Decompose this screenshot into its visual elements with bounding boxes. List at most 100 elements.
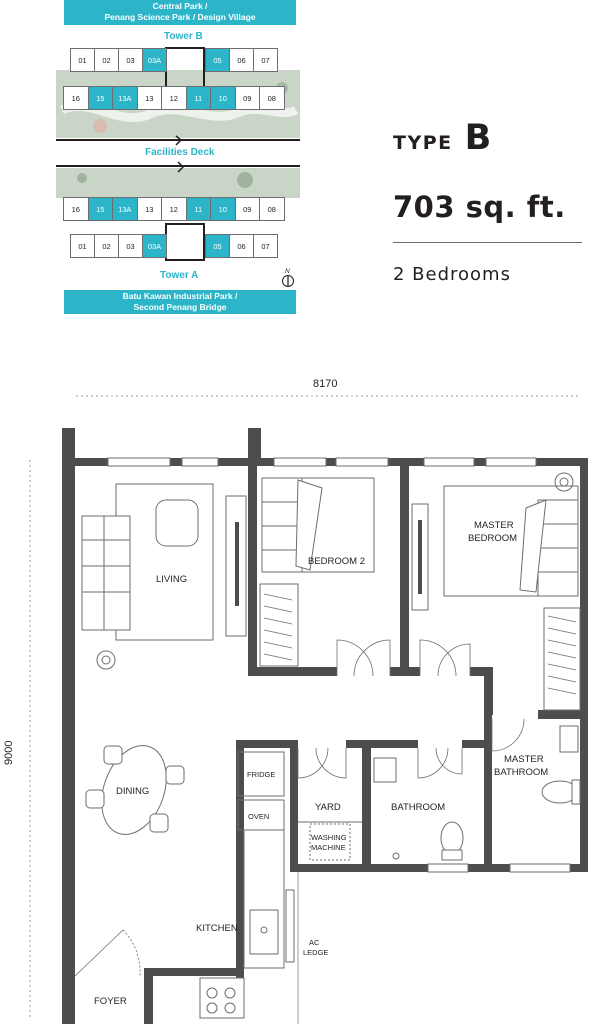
unit-11: 11 [185, 197, 211, 221]
unit-03a: 03A [142, 234, 167, 258]
wall-kitchen-north [236, 740, 296, 748]
tv [235, 522, 239, 606]
coffee-table [155, 499, 199, 547]
bottom-direction-banner: Batu Kawan Industrial Park / Second Pena… [64, 290, 296, 314]
windows [107, 457, 571, 873]
unit-02: 02 [94, 48, 119, 72]
unit-15: 15 [87, 86, 113, 110]
unit-08: 08 [259, 86, 285, 110]
room-dining: DINING [116, 786, 149, 797]
ac-ledge-door [285, 889, 295, 963]
unit-16: 16 [63, 197, 89, 221]
room-master-bathroom-line1: MASTER [504, 754, 544, 765]
unit-03: 03 [118, 48, 143, 72]
room-kitchen: KITCHEN [196, 923, 238, 934]
dining-table [101, 745, 167, 835]
unit-15: 15 [87, 197, 113, 221]
divider [393, 242, 582, 243]
unit-07: 07 [253, 48, 278, 72]
unit-08: 08 [259, 197, 285, 221]
master-tv [418, 520, 422, 594]
unit-11: 11 [185, 86, 211, 110]
width-dimension: 8170 [313, 378, 337, 390]
landscape-feature [93, 119, 107, 133]
burner-icon [224, 987, 236, 999]
bathroom-toilet-icon [440, 821, 464, 855]
bottom-banner-line-2: Second Penang Bridge [133, 302, 227, 312]
dining-chair [85, 789, 105, 809]
wall-living-bedroom2 [248, 466, 257, 676]
dining-chair [149, 813, 169, 833]
north-label: N [285, 268, 290, 275]
unit-09: 09 [234, 197, 260, 221]
walls [62, 428, 588, 1024]
hob [199, 977, 245, 1019]
dining-chair [103, 745, 123, 765]
dining-chair [165, 765, 185, 785]
bedroom-count: 2 Bedrooms [393, 264, 511, 285]
wall-yard-bath [362, 748, 371, 872]
unit-07: 07 [253, 234, 278, 258]
break-mark [177, 161, 185, 173]
unit-05: 05 [205, 234, 230, 258]
top-banner-line-1: Central Park / [152, 1, 208, 11]
burner-icon [224, 1002, 236, 1014]
height-dimension: 9000 [3, 741, 15, 765]
wall-kitchen-counter [236, 748, 244, 978]
oven-label: OVEN [248, 812, 269, 821]
floor-lamp-icon [96, 650, 116, 670]
wall-west [62, 428, 75, 1024]
tower-b-label: Tower B [164, 31, 203, 42]
burner-icon [206, 1002, 218, 1014]
burner-icon [206, 987, 218, 999]
type-word: TYPE [393, 132, 453, 154]
unit-12: 12 [161, 197, 187, 221]
north-arrow-icon [282, 275, 294, 287]
bathroom-basin [373, 757, 397, 783]
fridge-label: FRIDGE [247, 770, 275, 779]
floor-trap-icon [392, 852, 400, 860]
facilities-deck-label: Facilities Deck [145, 147, 215, 158]
bedroom2-wardrobe [259, 583, 299, 667]
room-master-bedroom-line2: BEDROOM [468, 533, 517, 544]
master-bath-basin [559, 725, 579, 753]
landscape-area-south [56, 168, 300, 198]
wall-master-bath-west [484, 712, 492, 872]
wall-east-lower [580, 712, 588, 872]
room-foyer: FOYER [94, 996, 127, 1007]
room-bedroom2: BEDROOM 2 [308, 556, 365, 567]
top-direction-banner: Central Park / Penang Science Park / Des… [64, 0, 296, 25]
yard-door [297, 747, 329, 779]
room-yard: YARD [315, 802, 341, 813]
wall-master-corner [484, 667, 493, 715]
tv-console [225, 495, 247, 637]
unit-type-heading: TYPE B [393, 118, 491, 158]
wall-yard-north [346, 740, 418, 748]
landscape-feature [237, 172, 253, 188]
sofa [81, 515, 131, 631]
unit-area: 703 sq. ft. [393, 190, 566, 224]
unit-03: 03 [118, 234, 143, 258]
bottom-banner-line-1: Batu Kawan Industrial Park / [122, 291, 238, 301]
unit-05: 05 [205, 48, 230, 72]
master-door [419, 639, 457, 677]
ac-ledge-label-1: AC [309, 938, 320, 947]
unit-01: 01 [70, 234, 95, 258]
room-master-bathroom-line2: BATHROOM [494, 767, 548, 778]
break-mark [175, 135, 183, 146]
type-letter: B [464, 118, 492, 158]
master-wardrobe [543, 607, 581, 711]
wall-kitchen-yard [290, 740, 298, 870]
wall-east-upper [580, 458, 588, 714]
wall-foyer-east [144, 968, 153, 1024]
kitchen-counter [243, 829, 285, 969]
bedroom2-blanket-fold [295, 479, 323, 571]
kitchen-sink [249, 909, 279, 955]
unit-09: 09 [234, 86, 260, 110]
room-master-bedroom-line1: MASTER [474, 520, 514, 531]
wall-master-bath-north [538, 710, 588, 719]
wall-master-south-a [470, 667, 488, 676]
entry-door [74, 929, 124, 977]
wall-bedroom2-master [400, 466, 409, 676]
